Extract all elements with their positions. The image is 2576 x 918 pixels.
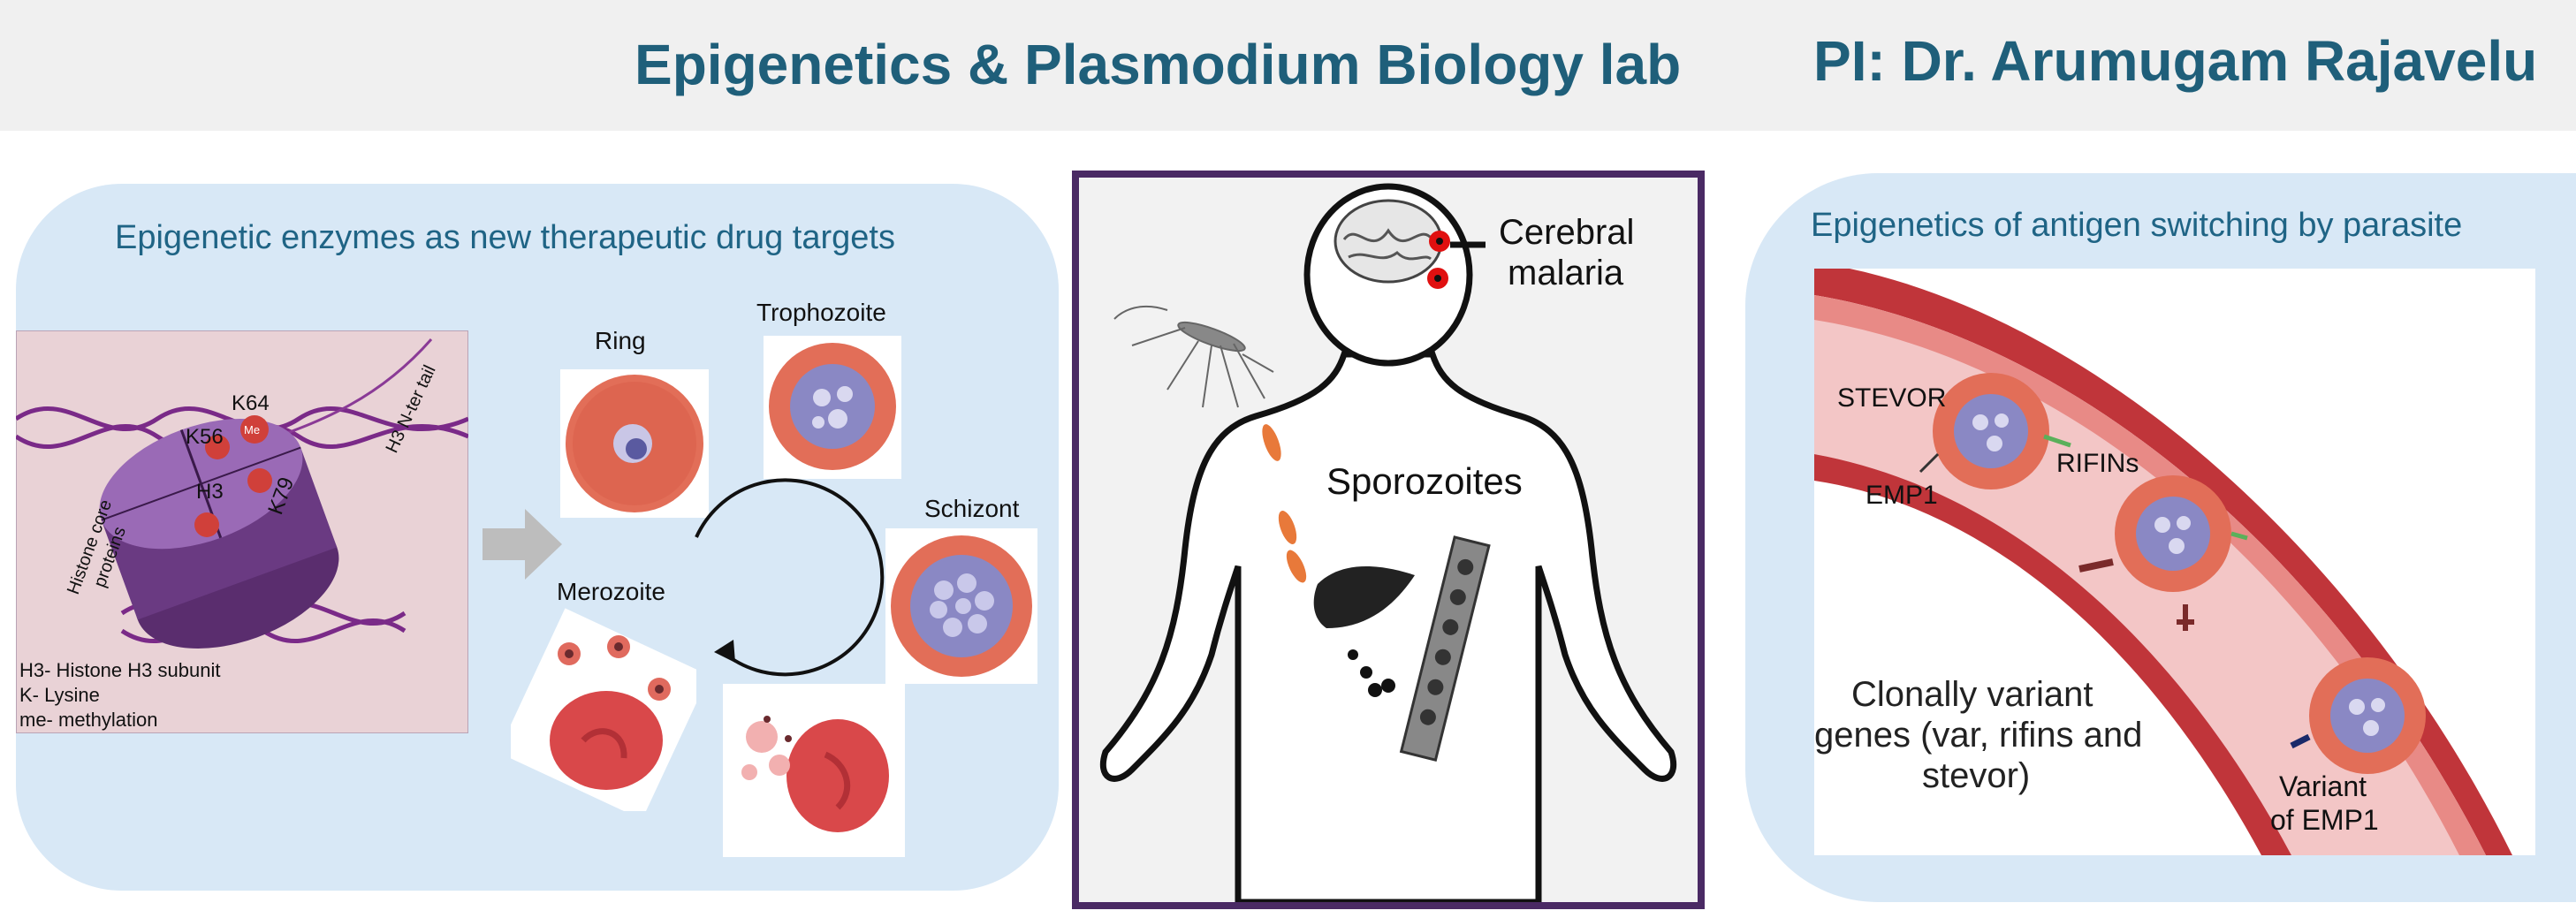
antigen-switching-panel: Epigenetics of antigen switching by para… — [1745, 173, 2576, 902]
antigen-switching-title: Epigenetics of antigen switching by para… — [1811, 207, 2463, 244]
rifins-label: RIFINs — [2056, 449, 2139, 478]
k64-label: K64 — [232, 391, 270, 415]
legend-h3: H3- Histone H3 subunit — [19, 659, 220, 681]
blood-vessel-diagram — [1814, 269, 2535, 855]
rupturing-cell — [723, 684, 905, 857]
schizont-cell — [885, 528, 1037, 684]
methyl-mark-label: Me — [244, 423, 260, 436]
ring-label: Ring — [595, 327, 646, 354]
trophozoite-cell — [764, 336, 901, 479]
drug-targets-panel: Epigenetic enzymes as new therapeutic dr… — [16, 184, 1059, 891]
trophozoite-label: Trophozoite — [756, 299, 886, 326]
lifecycle-cycle-arrow — [695, 478, 885, 677]
legend-methylation: me- methylation — [19, 709, 158, 731]
right-arrow-icon — [483, 509, 562, 580]
nucleosome-diagram: Me K56 K64 H3 K79 H3 N-ter tail Histone … — [16, 330, 468, 733]
variant-emp1-label-1: Variant — [2279, 770, 2367, 802]
lab-title: Epigenetics & Plasmodium Biology lab — [635, 33, 1682, 96]
pi-title: PI: Dr. Arumugam Rajavelu — [1813, 29, 2538, 93]
clonal-genes-label-1: Clonally variant — [1851, 675, 2093, 714]
mosquito-icon — [1113, 305, 1274, 408]
emp1-label: EMP1 — [1866, 481, 1938, 510]
cerebral-label-1: Cerebral — [1499, 213, 1635, 252]
variant-emp1-label-2: of EMP1 — [2270, 804, 2379, 836]
clonal-genes-label-3: stevor) — [1922, 756, 2031, 795]
clonal-genes-label-2: genes (var, rifins and — [1814, 716, 2143, 755]
ring-stage-cell — [560, 369, 709, 518]
brain-icon — [1334, 199, 1443, 284]
header-bar: Epigenetics & Plasmodium Biology lab PI:… — [0, 0, 2576, 131]
human-infection-panel: Cerebral malaria Sporozoites — [1072, 171, 1705, 909]
schizont-label: Schizont — [924, 495, 1020, 522]
human-body-diagram — [1099, 183, 1677, 902]
stevor-label: STEVOR — [1837, 383, 1947, 413]
drug-targets-title: Epigenetic enzymes as new therapeutic dr… — [115, 219, 895, 256]
legend-lysine: K- Lysine — [19, 684, 100, 706]
merozoite-label: Merozoite — [557, 578, 665, 605]
h3-label: H3 — [196, 480, 224, 504]
k56-label: K56 — [186, 425, 224, 449]
merozoite-cells — [511, 608, 696, 811]
sporozoites-label: Sporozoites — [1326, 460, 1523, 502]
cerebral-label-2: malaria — [1508, 254, 1624, 292]
liver-icon — [1313, 566, 1415, 628]
